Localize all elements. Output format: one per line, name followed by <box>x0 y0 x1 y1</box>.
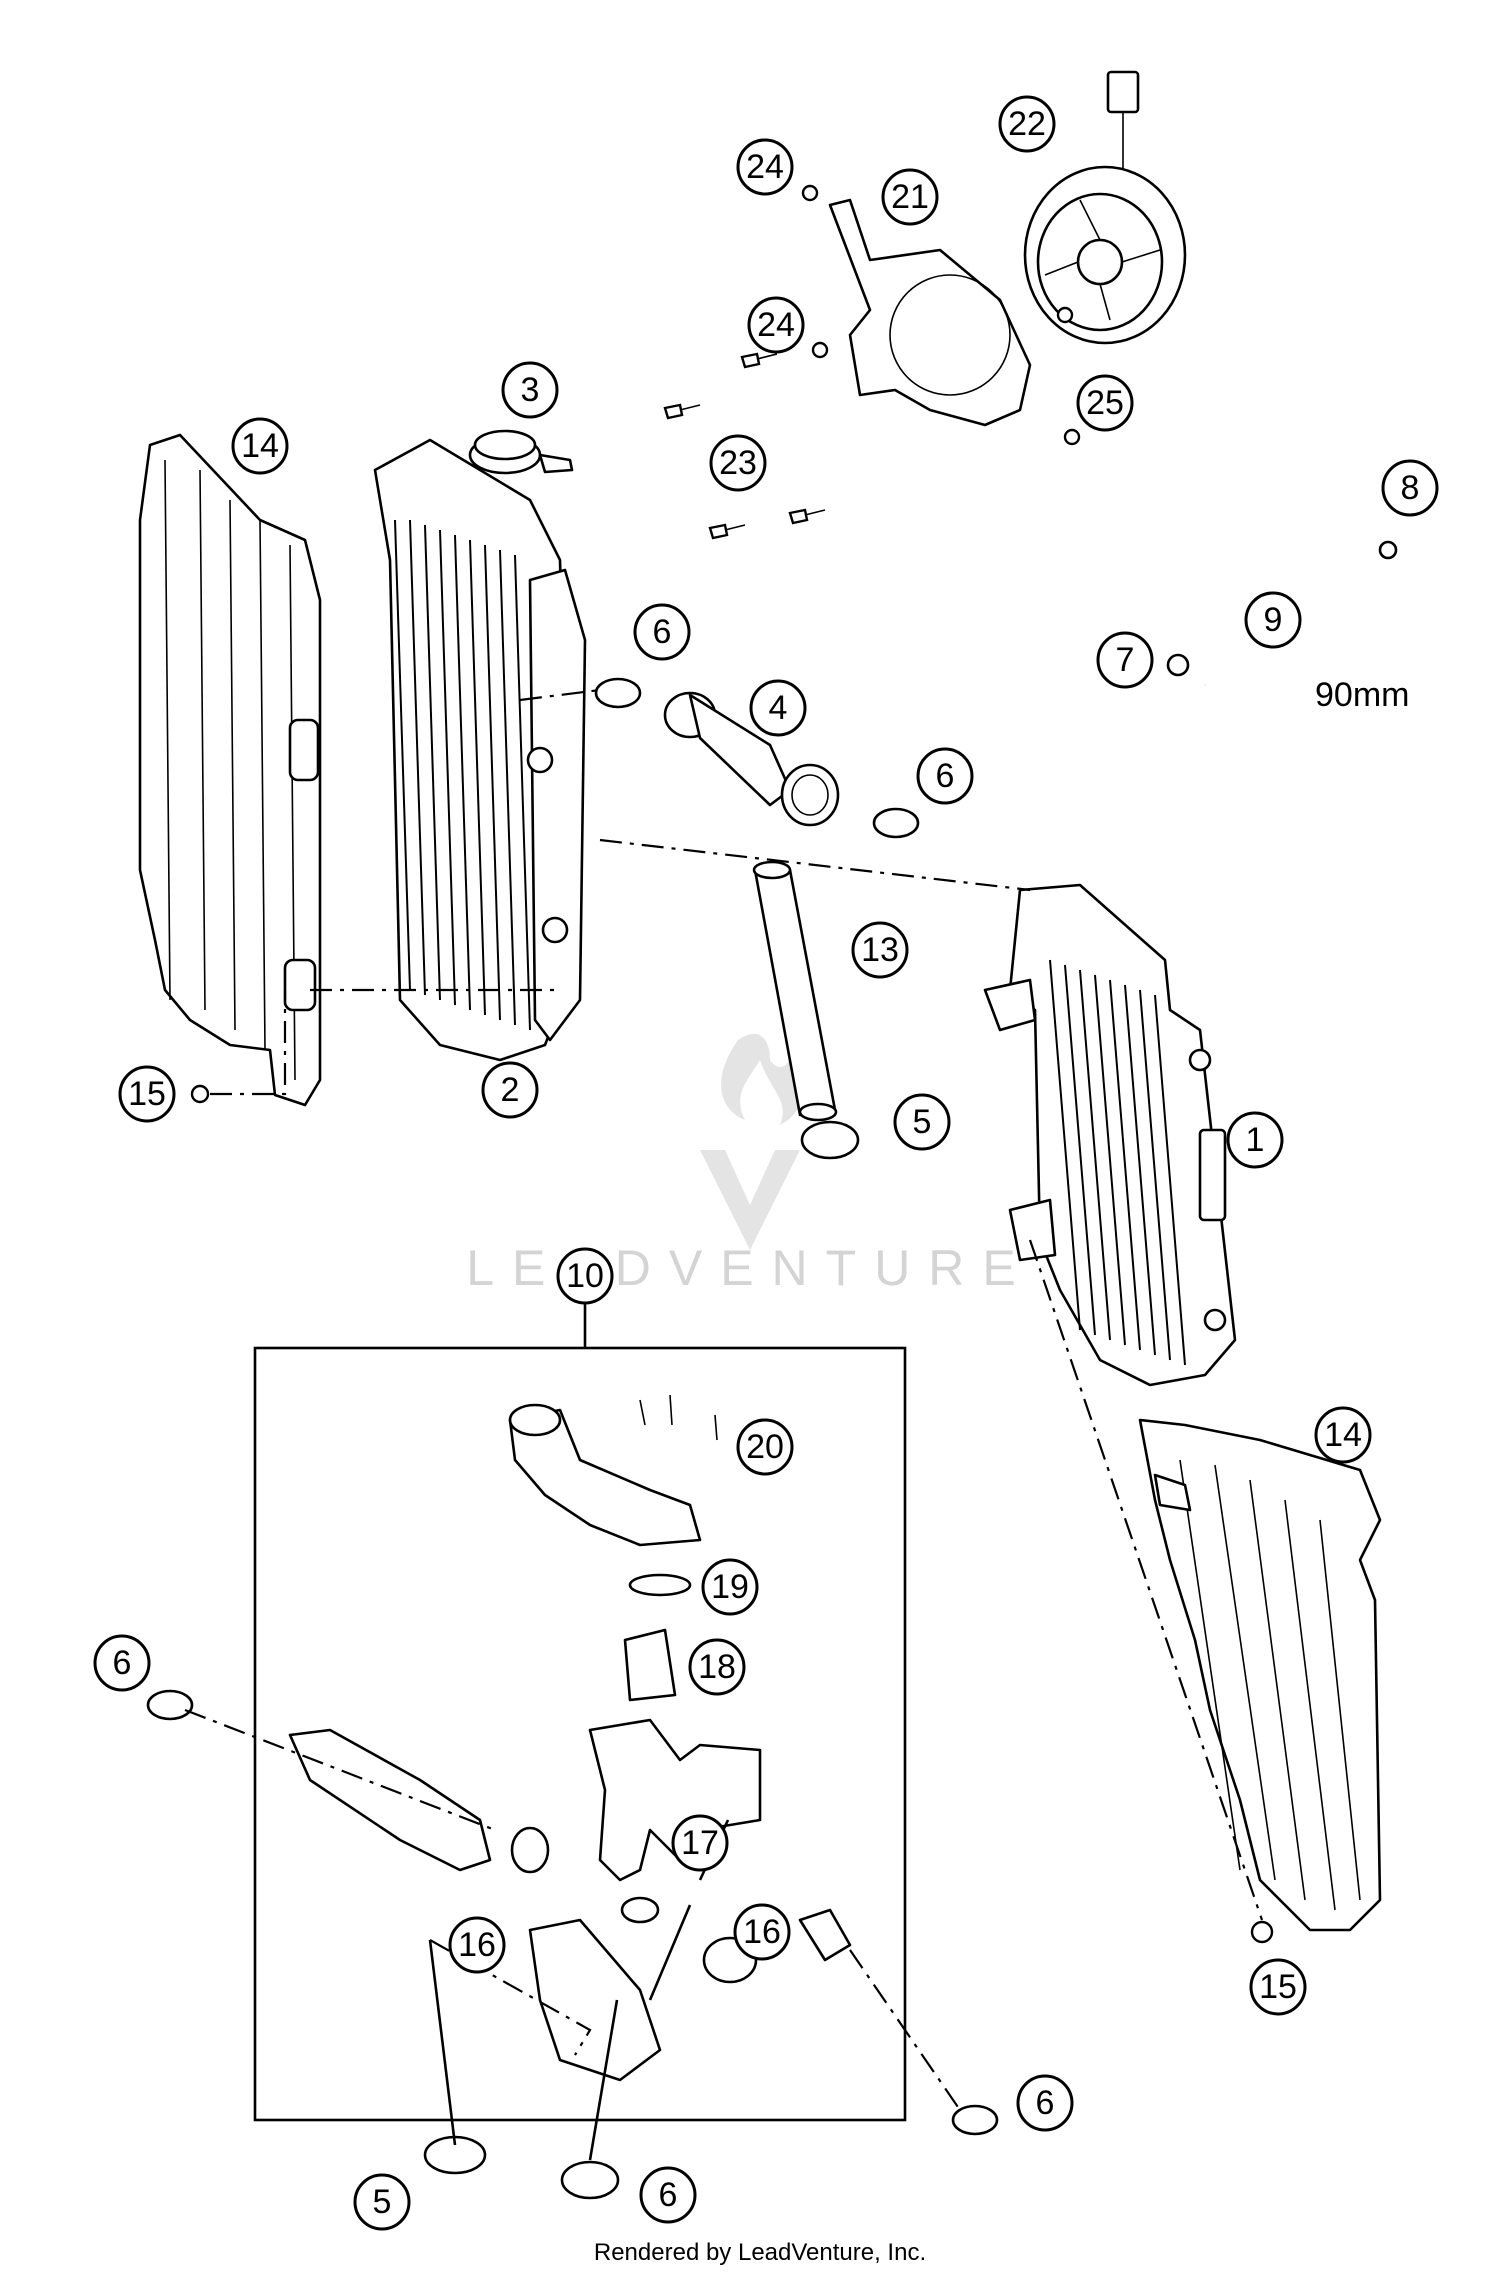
callout-8: 8 <box>1381 459 1439 517</box>
callout-18-label: 18 <box>698 1648 736 1686</box>
callout-8-label: 8 <box>1401 469 1420 507</box>
radiator-left <box>373 438 587 1062</box>
coolant-tube <box>752 860 838 1122</box>
callout-10-label: 10 <box>566 1257 604 1295</box>
callout-6-a: 6 <box>633 603 691 661</box>
callout-18: 18 <box>688 1638 746 1696</box>
callout-6-b: 6 <box>916 747 974 805</box>
callout-21: 21 <box>881 168 939 226</box>
radiator-cap <box>468 429 574 475</box>
callout-23-label: 23 <box>719 444 757 482</box>
callout-23: 23 <box>709 434 767 492</box>
callout-3: 3 <box>501 361 559 419</box>
callout-15-b: 15 <box>1249 1958 1307 2016</box>
callout-21-label: 21 <box>891 178 929 216</box>
radiator-right <box>983 883 1237 1387</box>
callout-16-b: 16 <box>733 1903 791 1961</box>
callout-24-a-label: 24 <box>746 148 784 186</box>
callout-6-b-label: 6 <box>936 757 955 795</box>
callout-6-c-label: 6 <box>113 1644 132 1682</box>
callout-19-label: 19 <box>711 1568 749 1606</box>
callout-5-a: 5 <box>893 1093 951 1151</box>
callout-15-a: 15 <box>118 1065 176 1123</box>
callout-13: 13 <box>851 921 909 979</box>
callout-16-a-label: 16 <box>458 1926 496 1964</box>
render-credit: Rendered by LeadVenture, Inc. <box>594 2239 926 2266</box>
callout-14-b: 14 <box>1314 1406 1372 1464</box>
callout-25: 25 <box>1076 374 1134 432</box>
callout-2: 2 <box>481 1061 539 1119</box>
callout-1-label: 1 <box>1246 1121 1265 1159</box>
callout-5-b: 5 <box>353 2173 411 2231</box>
hose-kit-box <box>253 1303 907 2122</box>
watermark: LEADVENTURE <box>466 1033 1034 1296</box>
callout-10: 10 <box>556 1247 614 1305</box>
callout-20: 20 <box>736 1418 794 1476</box>
callout-2-label: 2 <box>501 1071 520 1109</box>
callout-6-c: 6 <box>93 1634 151 1692</box>
callout-6-d: 6 <box>1016 2074 1074 2132</box>
watermark-text: LEADVENTURE <box>466 1240 1034 1296</box>
callout-7: 7 <box>1096 631 1154 689</box>
radiator-shroud-left <box>138 433 322 1107</box>
callout-9: 9 <box>1244 591 1302 649</box>
callout-14-b-label: 14 <box>1324 1416 1362 1454</box>
cooling-fan <box>1023 70 1187 345</box>
callout-14-a-label: 14 <box>241 427 279 465</box>
callout-19: 19 <box>701 1558 759 1616</box>
callout-17-label: 17 <box>681 1824 719 1862</box>
callout-24-b: 24 <box>747 296 805 354</box>
callout-6-e: 6 <box>639 2166 697 2224</box>
hose-connector <box>663 691 840 827</box>
callout-16-a: 16 <box>448 1916 506 1974</box>
callout-20-label: 20 <box>746 1428 784 1466</box>
callout-24-a: 24 <box>736 138 794 196</box>
callout-9-label: 9 <box>1264 601 1283 639</box>
callout-1: 1 <box>1226 1111 1284 1169</box>
callout-5-a-label: 5 <box>913 1103 932 1141</box>
callout-13-label: 13 <box>861 931 899 969</box>
callout-6-e-label: 6 <box>659 2176 678 2214</box>
hose-assembly <box>288 1394 852 2082</box>
callout-5-b-label: 5 <box>373 2183 392 2221</box>
callout-15-a-label: 15 <box>128 1075 166 1113</box>
callout-7-label: 7 <box>1116 641 1135 679</box>
callout-16-b-label: 16 <box>743 1913 781 1951</box>
callout-6-d-label: 6 <box>1036 2084 1055 2122</box>
callout-4: 4 <box>749 679 807 737</box>
screws <box>190 184 1274 1944</box>
fan-bracket <box>828 198 1032 427</box>
callout-6-a-label: 6 <box>653 613 672 651</box>
callout-14-a: 14 <box>231 417 289 475</box>
callout-15-b-label: 15 <box>1259 1968 1297 2006</box>
radiator-shroud-right <box>1138 1418 1382 1932</box>
callout-24-b-label: 24 <box>757 306 795 344</box>
callout-25-label: 25 <box>1086 384 1124 422</box>
callout-22: 22 <box>998 95 1056 153</box>
callout-4-label: 4 <box>769 689 788 727</box>
callout-22-label: 22 <box>1008 105 1046 143</box>
hose-length-label: 90mm <box>1315 676 1409 714</box>
callout-3-label: 3 <box>521 371 540 409</box>
callout-17: 17 <box>671 1814 729 1872</box>
